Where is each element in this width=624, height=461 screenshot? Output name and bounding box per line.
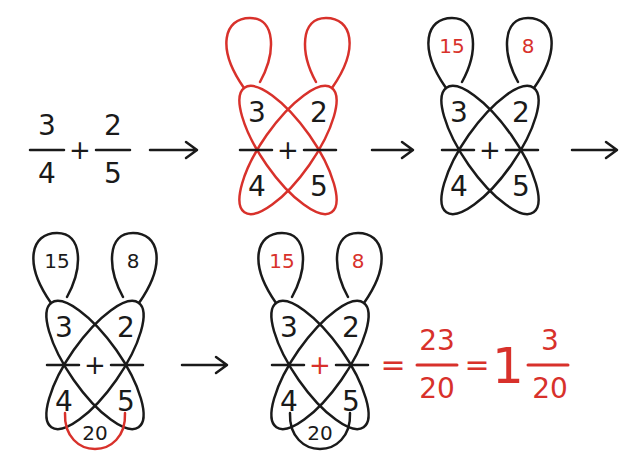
cross-product: 8 [352,251,365,271]
result-numerator: 3 [541,327,559,355]
fraction-bar [30,149,64,152]
fraction-bar [336,364,368,367]
denominator: 4 [248,173,266,201]
fraction-bar [442,149,474,152]
numerator: 3 [55,314,73,342]
numerator: 2 [104,112,122,140]
equals-sign: = [464,350,489,380]
operator: + [309,352,331,378]
cross-product: 15 [269,251,294,271]
fraction-bar [304,149,336,152]
common-denominator: 20 [307,423,332,443]
numerator: 2 [512,99,530,127]
step-arrow [150,142,197,158]
cross-product: 15 [44,251,69,271]
numerator: 2 [117,314,135,342]
result-denominator: 20 [532,375,568,403]
wing-ellipse [255,288,385,442]
cross-product: 8 [127,251,140,271]
wing-ellipse [255,288,385,442]
denominator: 4 [55,388,73,416]
denominator: 5 [117,388,135,416]
operator: + [479,137,501,163]
cross-product: 8 [522,36,535,56]
wing-ellipse [30,288,160,442]
cross-product: 15 [439,36,464,56]
whole-number: 1 [492,341,524,391]
result-denominator: 20 [419,375,455,403]
fraction-bar [96,149,130,152]
numerator: 2 [310,99,328,127]
fraction-bar [272,364,304,367]
common-denominator: 20 [82,423,107,443]
antenna-loop [428,18,473,88]
denominator: 5 [342,388,360,416]
wing-ellipse [30,288,160,442]
antenna-loop [507,18,552,88]
fraction-bar [417,364,457,367]
denominator: 5 [310,173,328,201]
equals-sign: = [380,350,405,380]
wing-ellipse [223,73,353,227]
antenna-loop [112,233,157,303]
numerator: 3 [38,112,56,140]
antenna-loop [337,233,382,303]
tail-loop [65,413,125,449]
denominator: 5 [512,173,530,201]
tail-loop [290,413,350,449]
fraction-bar [47,364,79,367]
antenna-loop [305,18,350,88]
operator: + [84,352,106,378]
denominator: 5 [104,160,122,188]
denominator: 4 [450,173,468,201]
fraction-bar [506,149,538,152]
operator: + [277,137,299,163]
fraction-bar [240,149,272,152]
denominator: 4 [38,160,56,188]
wing-ellipse [425,73,555,227]
wing-ellipse [223,73,353,227]
step-arrow [572,142,617,158]
step-arrow [372,142,413,158]
operator: + [69,137,91,163]
fraction-bar [111,364,143,367]
antenna-loop [226,18,271,88]
numerator: 2 [342,314,360,342]
antenna-loop [258,233,303,303]
fraction-bar [528,364,568,367]
result-numerator: 23 [419,327,455,355]
wing-ellipse [425,73,555,227]
numerator: 3 [280,314,298,342]
step-arrow [182,357,227,373]
numerator: 3 [450,99,468,127]
numerator: 3 [248,99,266,127]
denominator: 4 [280,388,298,416]
antenna-loop [33,233,78,303]
